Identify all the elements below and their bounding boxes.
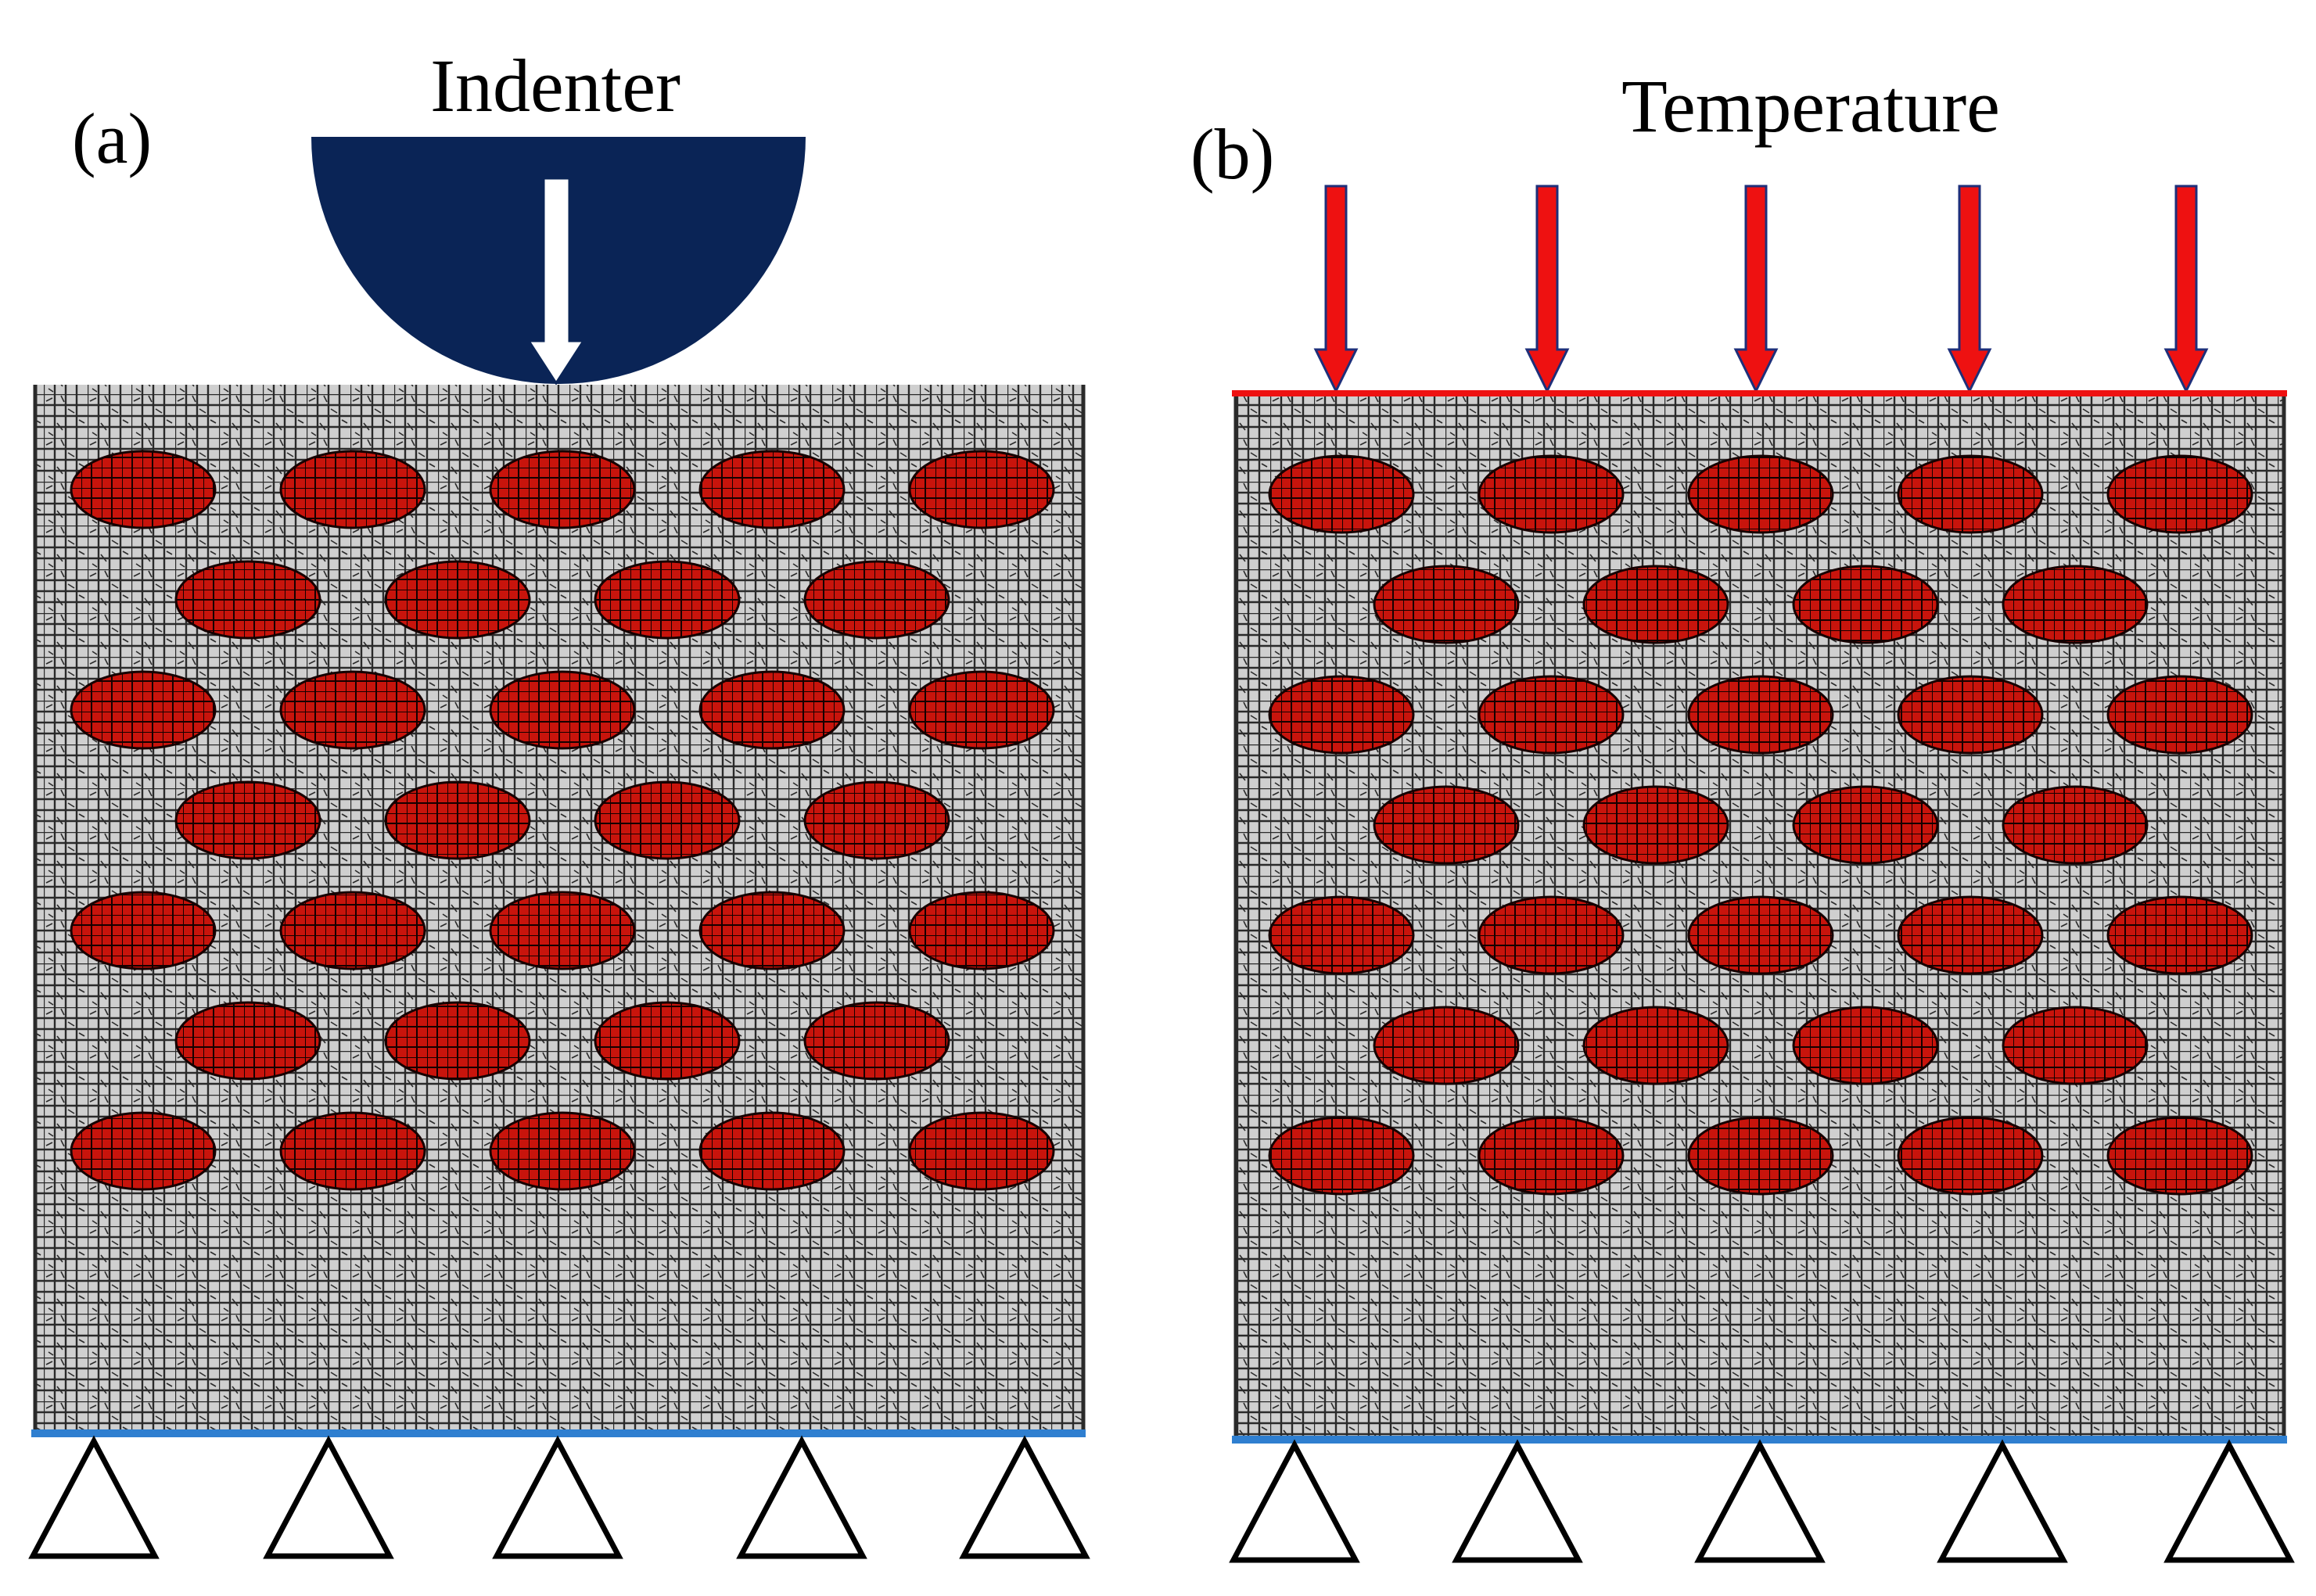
inclusion	[2106, 1116, 2253, 1196]
inclusion	[698, 450, 846, 529]
inclusion	[1478, 1116, 1625, 1196]
inclusion	[174, 1001, 321, 1081]
inclusion	[1897, 1116, 2044, 1196]
inclusion	[1897, 454, 2044, 534]
inclusion	[1792, 785, 1939, 865]
inclusion	[803, 560, 950, 640]
inclusion	[2106, 454, 2253, 534]
triangle-support-icon	[2163, 1439, 2295, 1563]
triangle-support-icon	[1452, 1439, 1583, 1563]
inclusion	[2002, 785, 2149, 865]
inclusion	[174, 560, 321, 640]
triangle-support-icon	[959, 1435, 1090, 1559]
panel-b: (b) Temperature	[1190, 64, 2295, 1563]
inclusion	[489, 891, 636, 970]
inclusion	[1582, 565, 1729, 644]
inclusion	[2106, 675, 2253, 755]
inclusion	[1687, 454, 1834, 534]
inclusion	[279, 450, 426, 529]
inclusion	[594, 560, 741, 640]
inclusion	[1792, 565, 1939, 644]
inclusion	[1687, 675, 1834, 755]
panel-b-title: Temperature	[1621, 64, 2000, 148]
inclusion	[2106, 895, 2253, 975]
inclusion	[1268, 675, 1415, 755]
inclusion	[1478, 895, 1625, 975]
down-arrow-icon	[526, 177, 586, 386]
inclusion	[384, 560, 531, 640]
triangle-support-icon	[1694, 1439, 1826, 1563]
inclusion	[1268, 454, 1415, 534]
inclusion	[1582, 1006, 1729, 1085]
inclusion	[1687, 1116, 1834, 1196]
inclusion	[279, 891, 426, 970]
inclusion	[70, 670, 217, 750]
down-arrow-icon	[1947, 185, 1992, 394]
inclusion	[908, 450, 1055, 529]
inclusion	[908, 1111, 1055, 1191]
inclusion	[384, 780, 531, 860]
down-arrow-icon	[1313, 185, 1359, 394]
support-group-a	[28, 1435, 1090, 1559]
triangle-support-icon	[492, 1435, 623, 1559]
inclusion	[1687, 895, 1834, 975]
inclusion	[174, 780, 321, 860]
heat-arrow-group	[1313, 185, 2209, 394]
inclusion	[1897, 675, 2044, 755]
down-arrow-icon	[1733, 185, 1779, 394]
inclusion	[489, 670, 636, 750]
triangle-support-icon	[1937, 1439, 2068, 1563]
inclusion	[2002, 565, 2149, 644]
panel-a-label: (a)	[72, 99, 152, 178]
inclusion	[1582, 785, 1729, 865]
inclusion	[384, 1001, 531, 1081]
triangle-support-icon	[28, 1435, 160, 1559]
inclusion	[70, 450, 217, 529]
support-group-b	[1229, 1439, 2295, 1563]
inclusion	[1478, 675, 1625, 755]
inclusion	[908, 891, 1055, 970]
inclusion	[1897, 895, 2044, 975]
inclusion	[594, 780, 741, 860]
inclusion	[908, 670, 1055, 750]
triangle-support-icon	[1229, 1439, 1360, 1563]
inclusion	[1373, 1006, 1520, 1085]
inclusion-group-a	[70, 450, 1055, 1191]
inclusion	[70, 1111, 217, 1191]
inclusion	[1792, 1006, 1939, 1085]
panel-b-label: (b)	[1190, 114, 1274, 194]
inclusion	[1268, 895, 1415, 975]
inclusion	[489, 1111, 636, 1191]
inclusion	[1373, 785, 1520, 865]
panel-a-title: Indenter	[430, 44, 680, 127]
panel-a: (a) Indenter	[28, 44, 1090, 1559]
inclusion	[489, 450, 636, 529]
down-arrow-icon	[2163, 185, 2209, 394]
triangle-support-icon	[736, 1435, 867, 1559]
inclusion	[594, 1001, 741, 1081]
inclusion	[698, 1111, 846, 1191]
inclusion	[803, 780, 950, 860]
inclusion	[2002, 1006, 2149, 1085]
inclusion	[1268, 1116, 1415, 1196]
inclusion	[279, 670, 426, 750]
inclusion	[70, 891, 217, 970]
inclusion	[698, 670, 846, 750]
triangle-support-icon	[263, 1435, 394, 1559]
inclusion	[698, 891, 846, 970]
down-arrow-icon	[1524, 185, 1570, 394]
indenter	[311, 137, 806, 386]
inclusion	[1478, 454, 1625, 534]
inclusion	[803, 1001, 950, 1081]
inclusion	[1373, 565, 1520, 644]
inclusion-group-b	[1268, 454, 2253, 1196]
inclusion	[279, 1111, 426, 1191]
